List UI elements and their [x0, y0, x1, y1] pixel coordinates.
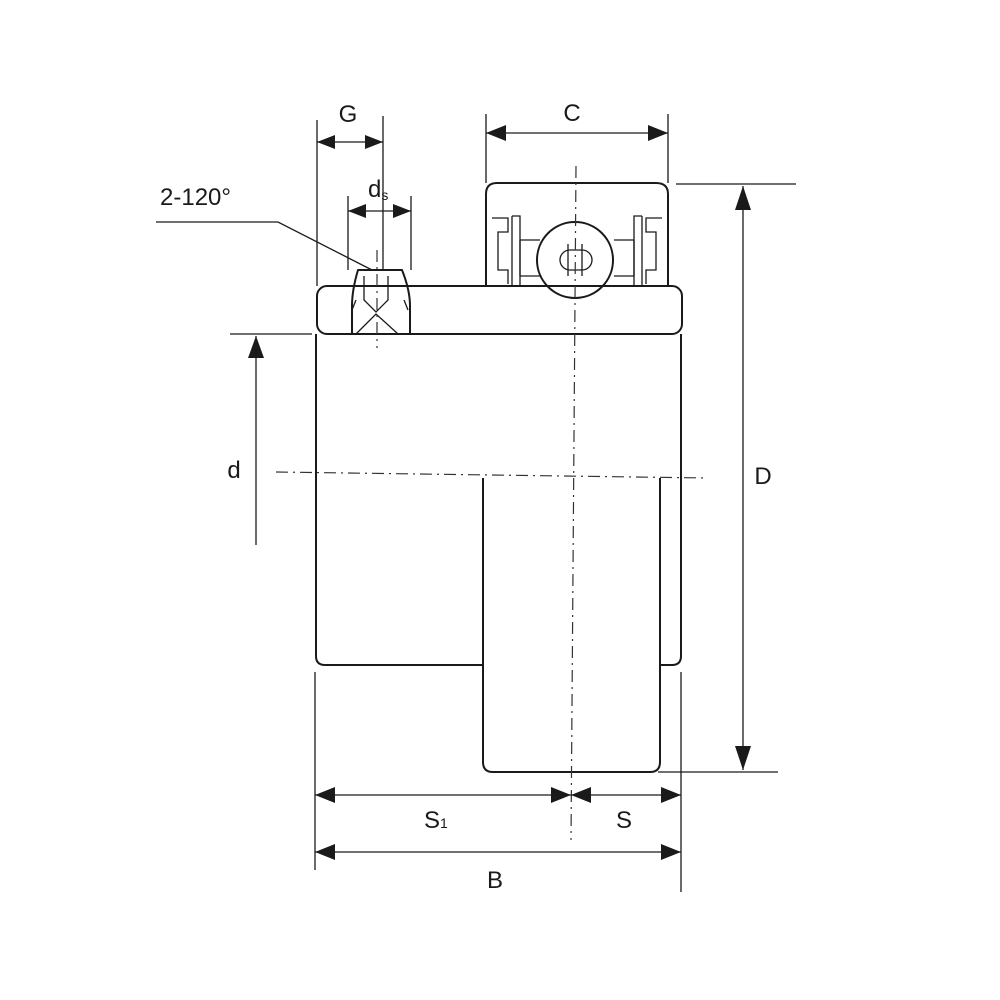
- set-screw: [351, 269, 411, 335]
- right-seal: [645, 217, 662, 284]
- extension-lines: [156, 114, 796, 892]
- collar: [316, 285, 683, 335]
- dimension-G: [317, 135, 383, 149]
- raceway-slot: [559, 249, 593, 271]
- cage-right: [614, 239, 635, 277]
- center-lines: [275, 165, 709, 841]
- dimension-C: [486, 125, 668, 141]
- set-screw-outline: [351, 269, 411, 335]
- set-screw-hex: [363, 276, 389, 313]
- left-seal-lip: [511, 215, 521, 286]
- dimension-S1: [315, 787, 571, 803]
- dimension-ds: [348, 204, 411, 218]
- label-ds: ds: [368, 176, 388, 203]
- label-ds-sub: s: [381, 187, 388, 203]
- vertical-center-line: [570, 165, 577, 841]
- inner-ring-outline: [315, 334, 482, 666]
- label-D: D: [754, 463, 771, 490]
- bearing-body: [315, 182, 683, 773]
- ball-pin: [567, 244, 583, 276]
- label-S1-main: S: [424, 807, 440, 834]
- set-screw-cone: [355, 313, 399, 335]
- set-screw-thread: [351, 299, 409, 311]
- label-B: B: [487, 867, 503, 894]
- dimension-B: [315, 844, 681, 860]
- angle-leader: [156, 221, 373, 271]
- label-angle: 2-120°: [160, 184, 231, 211]
- right-seal-lip: [633, 215, 643, 286]
- label-S1: S1: [424, 807, 448, 834]
- label-C: C: [563, 100, 580, 127]
- outer-ring: [485, 182, 669, 286]
- label-S: S: [616, 807, 632, 834]
- dimension-D: [735, 186, 751, 770]
- left-seal: [492, 217, 509, 284]
- label-ds-main: d: [368, 176, 381, 203]
- label-S1-sub: 1: [440, 815, 448, 831]
- cage-left: [519, 239, 540, 277]
- label-G: G: [339, 101, 358, 128]
- inner-ring-right-edge: [660, 334, 682, 666]
- horizontal-center-line: [275, 471, 709, 479]
- dimension-d: [248, 336, 264, 545]
- label-d: d: [227, 457, 240, 484]
- dimension-S: [571, 787, 681, 803]
